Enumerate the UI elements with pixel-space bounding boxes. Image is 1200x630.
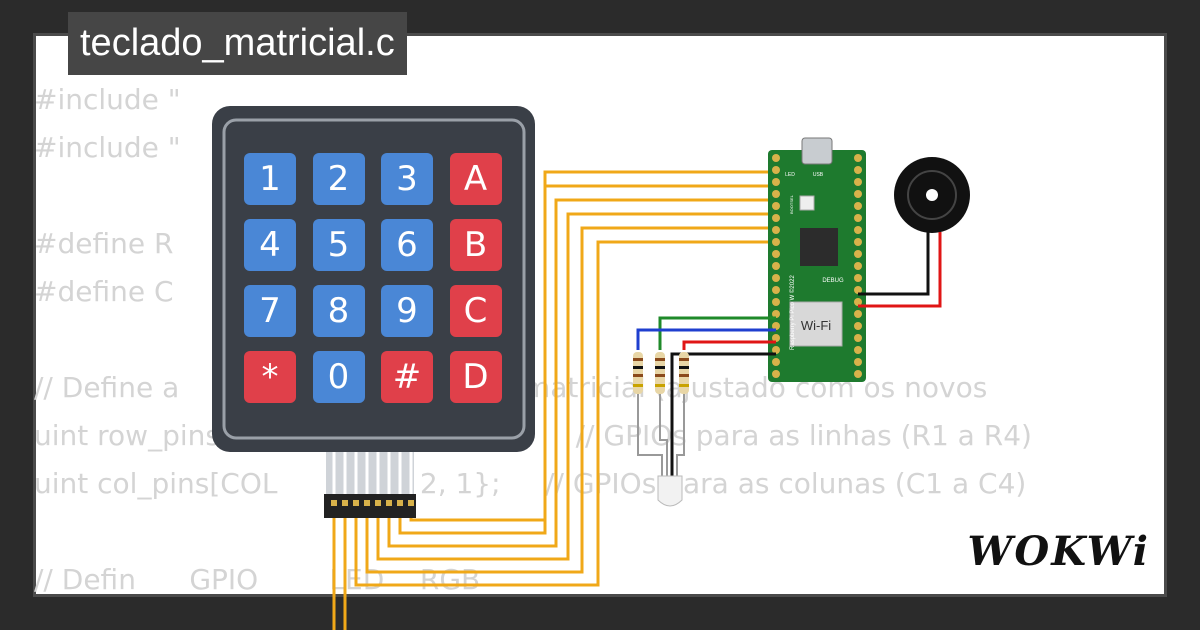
- keypad-key[interactable]: 6: [381, 219, 433, 271]
- keypad-key[interactable]: A: [449, 153, 502, 205]
- keypad-key[interactable]: 5: [312, 219, 365, 271]
- keypad-key[interactable]: *: [244, 351, 296, 403]
- debug-label: DEBUG: [822, 278, 844, 284]
- keypad-key[interactable]: D: [449, 351, 502, 403]
- keypad-wire: [376, 212, 776, 561]
- keypad-ribbon: [324, 452, 416, 518]
- keypad-wires: [332, 170, 776, 630]
- keypad-key[interactable]: 2: [312, 153, 365, 205]
- keypad-wire: [354, 240, 776, 587]
- keypad-wire: [365, 226, 776, 574]
- keypad-key[interactable]: 3: [381, 153, 433, 205]
- code-line: #define C: [34, 275, 174, 308]
- keypad-key[interactable]: 9: [381, 285, 433, 337]
- keypad-key[interactable]: 1: [244, 153, 296, 205]
- led-wires: [636, 316, 776, 476]
- keypad-key[interactable]: C: [449, 285, 502, 337]
- usb-label: USB: [813, 172, 824, 178]
- wokwi-logo[interactable]: WOKWi: [967, 528, 1150, 575]
- keypad-key[interactable]: 8: [312, 285, 365, 337]
- led-label: LED: [785, 172, 795, 178]
- keypad-key[interactable]: 7: [244, 285, 296, 337]
- code-line: #include ": [34, 131, 181, 164]
- buzzer-wires: [858, 245, 942, 308]
- keypad-key[interactable]: #: [381, 351, 433, 403]
- buzzer[interactable]: [894, 157, 970, 245]
- keypad-key[interactable]: 0: [312, 351, 365, 403]
- keypad-wire: [409, 170, 776, 522]
- code-line: #include ": [34, 83, 181, 116]
- bootsel-label: BOOTSEL: [789, 194, 794, 214]
- rgb-led[interactable]: [657, 475, 683, 507]
- code-line: #define R: [34, 227, 174, 260]
- keypad-wire: [387, 198, 776, 548]
- keypad-key[interactable]: B: [449, 219, 502, 271]
- code-background: #include "#include "#define R#define C//…: [34, 76, 1200, 604]
- file-title: teclado_matricial.c: [68, 12, 407, 75]
- keypad-key[interactable]: 4: [244, 219, 296, 271]
- wifi-label: Wi-Fi: [801, 318, 831, 333]
- keypad-wire: [398, 184, 776, 535]
- pico-w-board[interactable]: Wi-Fi DEBUG LED USB Raspberry Pi Pico W …: [768, 137, 866, 382]
- resistors: [633, 352, 689, 476]
- board-text: Raspberry Pi Pico W ©2022: [789, 275, 796, 350]
